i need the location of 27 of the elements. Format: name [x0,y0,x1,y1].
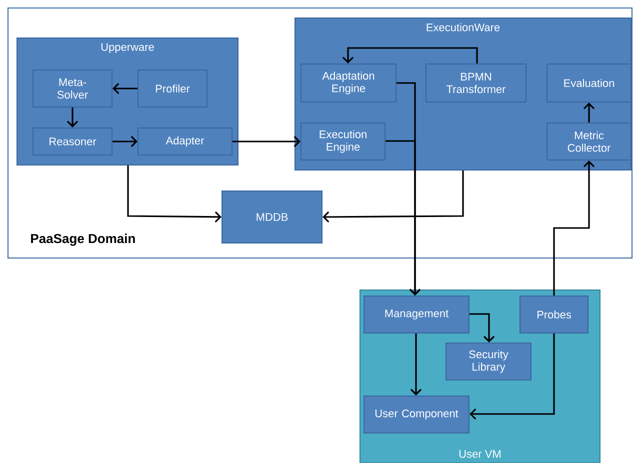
component-box: Security Library [446,342,532,380]
arrow [342,47,478,64]
component-box: Probes [520,296,588,334]
arrow [470,334,555,420]
database-box: MDDB [222,190,322,244]
component-box: Meta-Solver [32,70,112,108]
component-box: User Component [364,396,470,434]
component-box: Execution Engine [300,122,386,160]
arrow [232,136,300,148]
component-box: BPMN Transformer [426,64,526,102]
component-box: Reasoner [32,128,112,156]
arrow [386,140,421,296]
arrow [583,102,595,122]
arrow [470,313,495,342]
component-box: Profiler [138,70,208,108]
arrow [112,82,138,94]
component-box: Evaluation [546,64,632,102]
component-box: Metric Collector [546,122,632,160]
arrow [66,108,78,128]
arrow [127,166,222,223]
arrow [112,136,138,148]
arrow [322,170,464,223]
arrow [410,334,422,396]
component-box: Adapter [138,128,232,156]
component-box: Adaptation Engine [300,64,396,102]
component-box: Management [364,296,470,334]
arrow [553,160,595,296]
